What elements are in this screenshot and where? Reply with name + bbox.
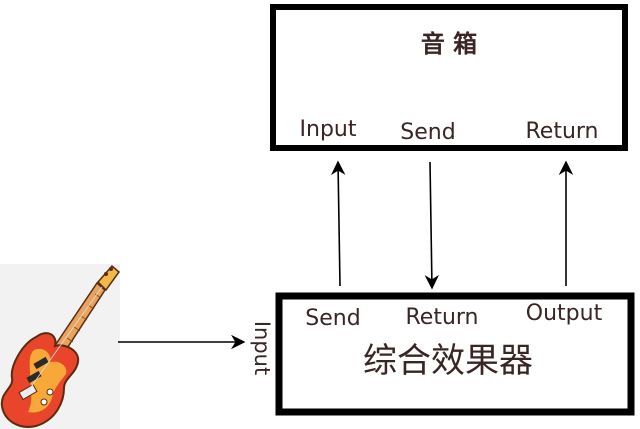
effects-unit-input-label: Input bbox=[250, 321, 274, 375]
effects-unit-return-label: Return bbox=[405, 305, 478, 330]
effects-unit-box bbox=[275, 292, 635, 416]
effects-unit-send-label: Send bbox=[305, 306, 360, 331]
effects-unit-output-label: Output bbox=[526, 301, 603, 326]
amplifier-return-label: Return bbox=[525, 119, 598, 144]
amplifier-input-label: Input bbox=[300, 117, 357, 142]
effects-send-to-amp-input-arrow bbox=[331, 160, 346, 287]
effects-unit-title: 综合效果器 bbox=[363, 341, 533, 381]
amplifier-send-label: Send bbox=[400, 120, 455, 145]
amp-send-to-effects-return-arrow bbox=[424, 161, 439, 290]
electric-guitar-icon bbox=[0, 264, 121, 429]
amplifier-box bbox=[270, 4, 628, 151]
amplifier-title: 音 箱 bbox=[421, 30, 477, 58]
